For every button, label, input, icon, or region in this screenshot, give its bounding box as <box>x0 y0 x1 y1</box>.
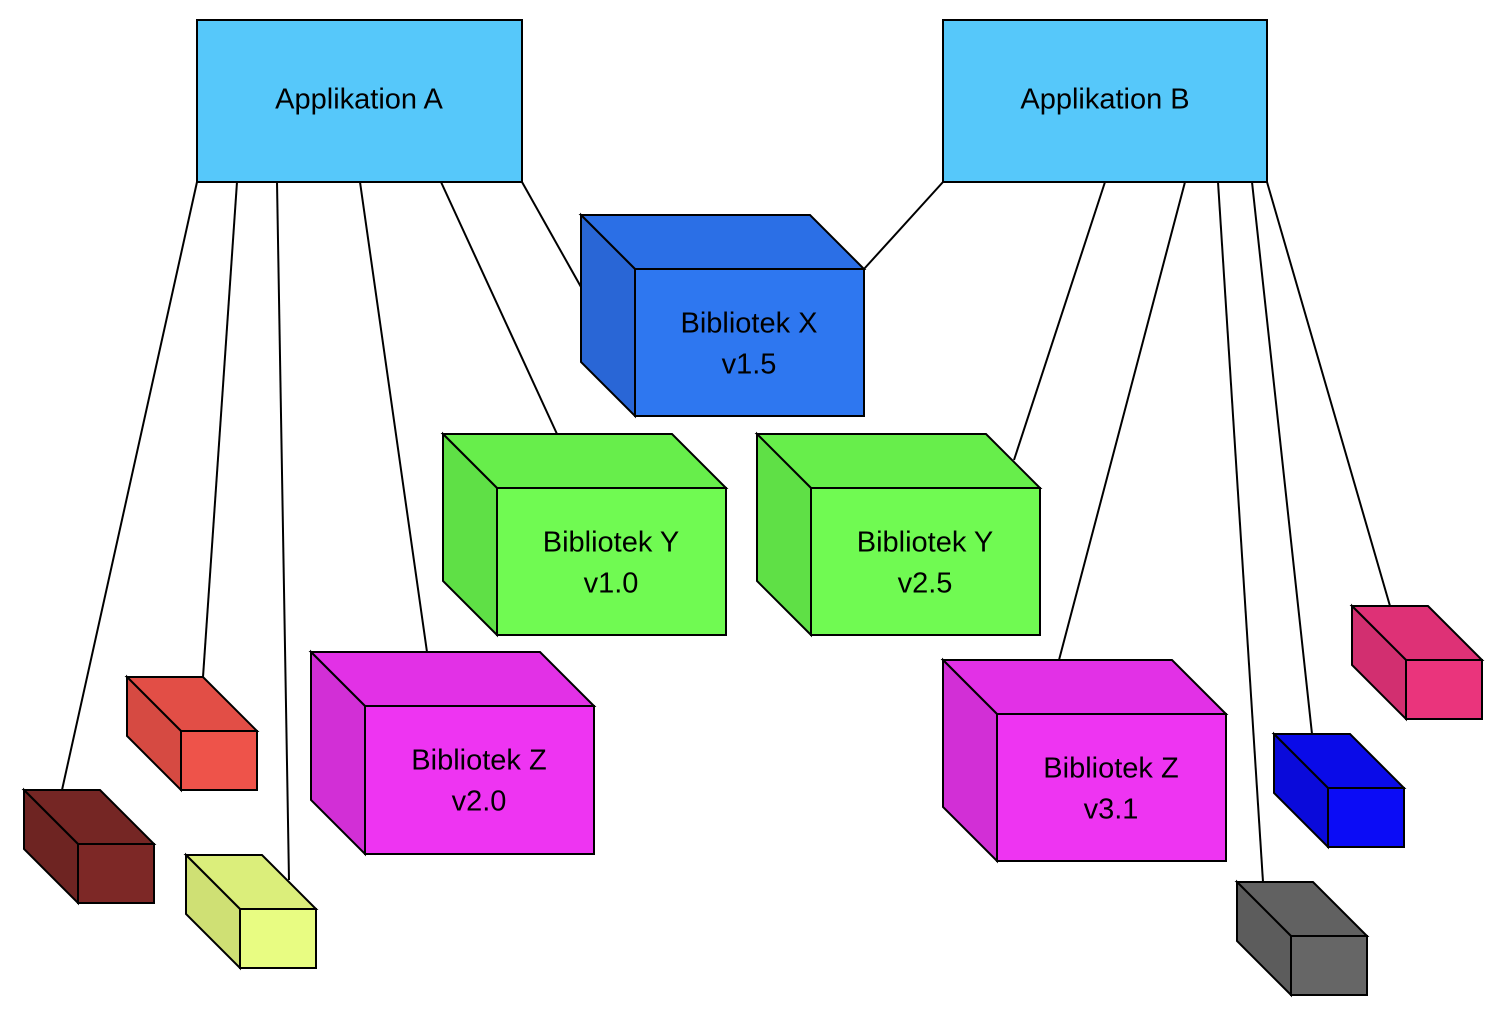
block-gray <box>1234 879 1370 998</box>
application-a-box <box>196 19 523 183</box>
library-x-v1-5-name: Bibliotek X <box>680 308 817 340</box>
connector-b-blue <box>1251 181 1313 735</box>
block-pink <box>1349 603 1485 722</box>
library-z-v3-1: Bibliotek Z v3.1 <box>940 657 1229 864</box>
application-a: Applikation A <box>196 19 523 183</box>
block-pink-front <box>1405 659 1483 720</box>
library-z-v2-0-version: v2.0 <box>452 786 507 818</box>
connector-a-brown <box>61 181 198 791</box>
library-z-v3-1-version: v3.1 <box>1084 794 1139 826</box>
library-y-v2-5: Bibliotek Y v2.5 <box>754 431 1043 638</box>
connector-b-gray <box>1217 181 1264 883</box>
block-yellow <box>183 852 319 971</box>
connector-a-x15 <box>521 181 582 288</box>
application-a-label: Applikation A <box>275 84 443 116</box>
library-y-v1-0-version: v1.0 <box>584 568 639 600</box>
application-b-box <box>942 19 1268 183</box>
library-x-v1-5-front <box>634 268 865 417</box>
library-y-v1-0-name: Bibliotek Y <box>543 527 680 559</box>
block-blue <box>1271 731 1407 850</box>
library-y-v2-5-name: Bibliotek Y <box>857 527 994 559</box>
block-brown <box>21 787 157 906</box>
library-z-v3-1-front <box>996 713 1227 862</box>
connector-b-y25 <box>1013 181 1106 461</box>
block-blue-front <box>1327 787 1405 848</box>
application-b: Applikation B <box>942 19 1268 183</box>
library-y-v2-5-version: v2.5 <box>898 568 953 600</box>
connector-a-yellow <box>276 181 290 881</box>
connector-a-red <box>202 181 238 678</box>
block-red <box>124 674 260 793</box>
block-yellow-front <box>239 908 317 969</box>
library-y-v1-0: Bibliotek Y v1.0 <box>440 431 729 638</box>
block-red-front <box>180 730 258 791</box>
library-y-v2-5-front <box>810 487 1041 636</box>
library-z-v2-0: Bibliotek Z v2.0 <box>308 649 597 857</box>
connector-b-pink <box>1266 181 1391 607</box>
connector-b-x15 <box>863 181 944 270</box>
connectors <box>61 181 1391 883</box>
library-y-v1-0-front <box>496 487 727 636</box>
connector-b-z31 <box>1058 181 1186 661</box>
library-x-v1-5: Bibliotek X v1.5 <box>578 212 867 419</box>
application-b-label: Applikation B <box>1020 84 1189 116</box>
block-brown-front <box>77 843 155 904</box>
library-z-v2-0-front <box>364 705 595 855</box>
library-z-v3-1-name: Bibliotek Z <box>1043 753 1178 785</box>
connector-a-y10 <box>440 181 558 435</box>
connector-a-z20 <box>359 181 428 653</box>
library-z-v2-0-name: Bibliotek Z <box>411 745 546 777</box>
block-gray-front <box>1290 935 1368 996</box>
library-x-v1-5-version: v1.5 <box>722 349 777 381</box>
